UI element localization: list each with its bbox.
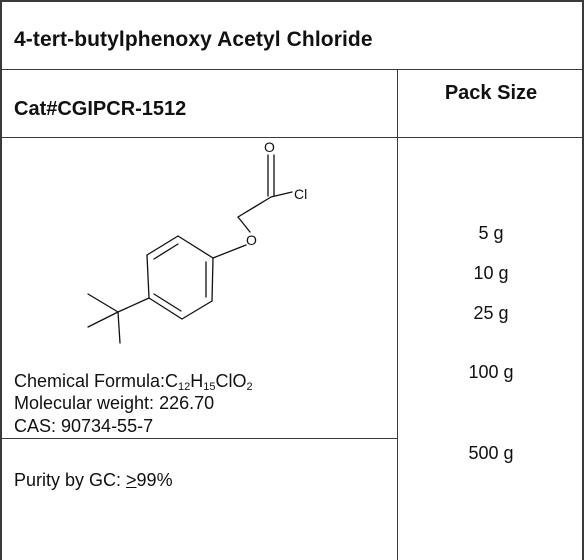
row-divider-cat bbox=[0, 137, 584, 138]
border-right bbox=[582, 0, 584, 560]
formula-c: C bbox=[165, 371, 179, 391]
purity-operator: > bbox=[126, 470, 137, 490]
formula-h: H bbox=[190, 371, 204, 391]
purity-label: Purity by GC: bbox=[14, 470, 127, 490]
atom-oxygen-carbonyl: O bbox=[264, 139, 275, 155]
formula-rest: ClO bbox=[215, 371, 247, 391]
cas-number: CAS: 90734-55-7 bbox=[14, 416, 154, 436]
formula-h-count: 15 bbox=[203, 381, 216, 393]
formula-c-count: 12 bbox=[178, 381, 191, 393]
pack-size-item: 500 g bbox=[468, 443, 514, 463]
pack-size-item: 100 g bbox=[468, 362, 514, 382]
border-top bbox=[0, 0, 584, 2]
formula-label: Chemical Formula: bbox=[14, 371, 166, 391]
chemical-structure-icon: O Cl O bbox=[87, 139, 307, 344]
purity-value: 99% bbox=[136, 470, 173, 490]
pack-size-item: 10 g bbox=[473, 263, 509, 283]
atom-chlorine: Cl bbox=[294, 186, 307, 202]
purity: Purity by GC: >99% bbox=[14, 470, 173, 491]
atom-oxygen-ether: O bbox=[246, 232, 257, 248]
pack-size-item: 5 g bbox=[478, 223, 504, 243]
formula-o-count: 2 bbox=[246, 381, 253, 393]
product-title: 4-tert-butylphenoxy Acetyl Chloride bbox=[14, 28, 373, 51]
border-left bbox=[0, 0, 2, 560]
row-divider-title bbox=[0, 69, 584, 70]
catalog-number: Cat#CGIPCR-1512 bbox=[14, 98, 187, 120]
molecular-weight: Molecular weight: 226.70 bbox=[14, 393, 215, 413]
row-divider-purity bbox=[0, 438, 398, 439]
pack-size-item: 25 g bbox=[473, 303, 509, 323]
chemical-formula: Chemical Formula:C12H15ClO2 bbox=[14, 371, 253, 393]
column-divider bbox=[397, 69, 398, 560]
pack-size-header: Pack Size bbox=[444, 82, 538, 104]
